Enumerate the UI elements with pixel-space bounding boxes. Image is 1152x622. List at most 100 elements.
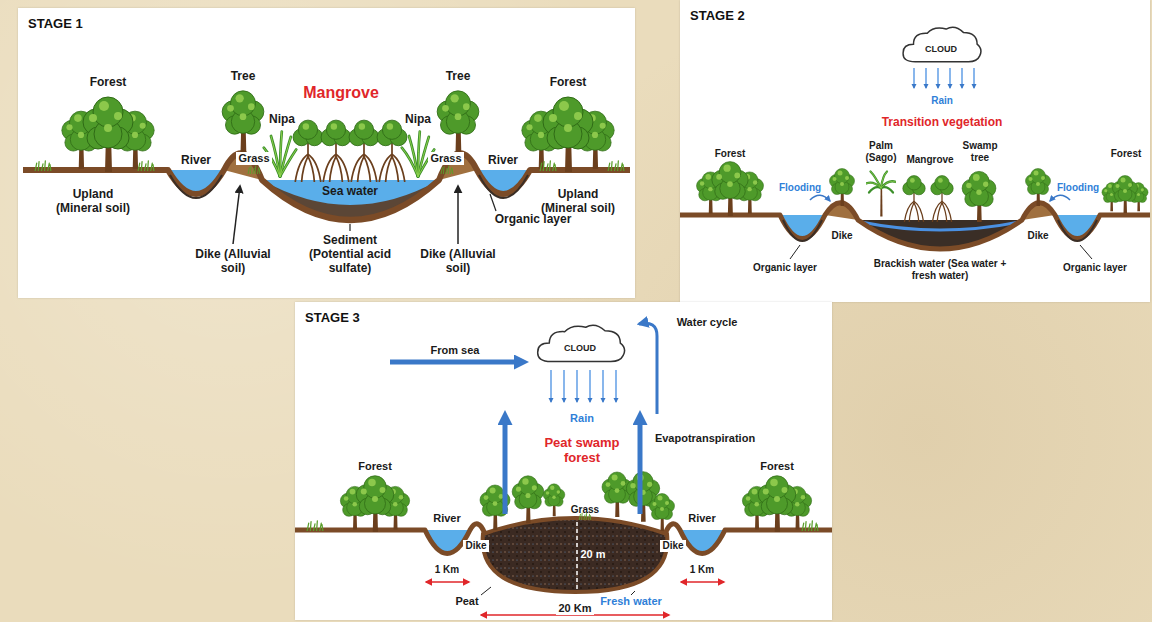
- stage3-illustration: [512, 476, 544, 523]
- label: Grass: [571, 504, 599, 516]
- label: Dike: [1027, 230, 1048, 242]
- label: Forest: [715, 148, 746, 160]
- label: Nipa: [405, 113, 431, 127]
- label: Water cycle: [677, 316, 738, 329]
- label: Flooding: [1057, 182, 1099, 194]
- label: Swamp tree: [960, 140, 1000, 163]
- stage3-illustration: [665, 524, 832, 554]
- stage2-illustration: [866, 172, 896, 217]
- stage2-illustration: [931, 176, 953, 222]
- stage1-illustration: [437, 91, 479, 154]
- stage2-illustration: [949, 68, 950, 88]
- stage-panel: STAGE 1MangroveForestTreeTreeForestNipaN…: [18, 8, 635, 298]
- stage1-illustration: [321, 120, 351, 182]
- stage2-illustration: [913, 68, 914, 88]
- label: Dike (Alluvial soil): [188, 248, 278, 276]
- label: Sediment (Potential acid sulfate): [295, 234, 405, 275]
- cloud-label: CLOUD: [925, 44, 957, 54]
- label: River: [181, 154, 211, 168]
- stage2-illustration: [1026, 169, 1051, 207]
- stage1-illustration: [377, 120, 407, 182]
- stage-panel: STAGE 3CLOUDFrom seaWater cycleRainEvapo…: [295, 302, 832, 620]
- label: Grass: [428, 152, 463, 165]
- stage2-illustration: [914, 68, 974, 88]
- label: 1 Km: [435, 564, 459, 576]
- stage3-illustration: [307, 521, 323, 531]
- stage3-illustration: [503, 416, 508, 514]
- label: Tree: [231, 70, 256, 84]
- label: Tree: [446, 70, 471, 84]
- stage-title: STAGE 1: [28, 16, 83, 31]
- label: Palm (Sago): [861, 140, 901, 163]
- stage2-illustration: [810, 195, 830, 201]
- label: Transition vegetation: [882, 116, 1003, 130]
- stage2-illustration: [1080, 245, 1092, 259]
- stage3-illustration: [742, 476, 811, 532]
- label: Flooding: [779, 182, 821, 194]
- stage1-illustration: [138, 161, 154, 171]
- label: Upland (Mineral soil): [534, 188, 622, 216]
- label: Rain: [931, 95, 953, 107]
- cloud-outline: [903, 27, 981, 62]
- stage1-illustration: [222, 91, 264, 154]
- stage1-illustration: [522, 97, 614, 172]
- stage3-illustration: [576, 522, 578, 589]
- label: River: [688, 512, 716, 525]
- stage1-illustration: [62, 97, 154, 172]
- label: Dike: [831, 230, 852, 242]
- stage1-illustration: [608, 161, 624, 171]
- stage3-illustration: [551, 370, 616, 402]
- stage3-illustration: [650, 494, 675, 532]
- stage3-illustration: [563, 370, 564, 402]
- stage1-illustration: [170, 175, 222, 198]
- stage3-illustration: [638, 416, 643, 514]
- label: Nipa: [269, 113, 295, 127]
- stage3-illustration: [631, 591, 635, 595]
- cloud-label: CLOUD: [564, 343, 596, 353]
- label: Forest: [550, 76, 587, 90]
- stage2-illustration: [1050, 195, 1070, 201]
- stage2-illustration: [830, 169, 855, 207]
- label: Fresh water: [600, 595, 662, 608]
- stage2-illustration: [697, 162, 764, 216]
- stage1-illustration: [233, 186, 240, 244]
- label: 20 m: [580, 548, 605, 561]
- label: From sea: [431, 344, 480, 357]
- stage2-illustration: [1058, 220, 1097, 241]
- label: Dike: [463, 540, 488, 552]
- stage3-illustration: [602, 370, 603, 402]
- label: Peat: [455, 595, 478, 608]
- label: Dike: [660, 540, 685, 552]
- label: Upland (Mineral soil): [49, 188, 137, 216]
- stage1-illustration: [349, 120, 379, 182]
- stage2-illustration: [903, 176, 925, 222]
- stage1-illustration: [457, 186, 459, 244]
- stage3-illustration: [340, 476, 409, 532]
- stage2-illustration: [937, 68, 938, 88]
- stage1-illustration: [293, 120, 323, 182]
- label: Forest: [760, 460, 794, 473]
- stage3-illustration: [802, 521, 818, 531]
- label: Peat swamp forest: [532, 436, 632, 466]
- label: Sea water: [322, 185, 378, 199]
- stage3-illustration: [550, 370, 551, 402]
- stage2-illustration: [1102, 176, 1148, 214]
- stage3-illustration: [543, 484, 565, 516]
- stage3-illustration: [589, 370, 590, 402]
- stage-panel: STAGE 2 CLOUD RainTransition vegetationFor…: [680, 0, 1150, 302]
- label: Grass: [236, 152, 271, 165]
- stage-title: STAGE 2: [690, 8, 745, 23]
- stage3-illustration: [295, 524, 485, 554]
- label: Forest: [90, 76, 127, 90]
- stage1-illustration: [540, 161, 556, 171]
- label: Rain: [570, 412, 594, 425]
- stage3-illustration: [390, 360, 523, 365]
- label: River: [433, 512, 461, 525]
- stage3-illustration: [639, 323, 657, 414]
- stage3-illustration: [681, 581, 724, 583]
- label: Brackish water (Sea water + fresh water): [870, 258, 1010, 281]
- cloud-shape: CLOUD: [898, 24, 984, 66]
- stage3-illustration: [576, 370, 577, 402]
- stage-title: STAGE 3: [305, 310, 360, 325]
